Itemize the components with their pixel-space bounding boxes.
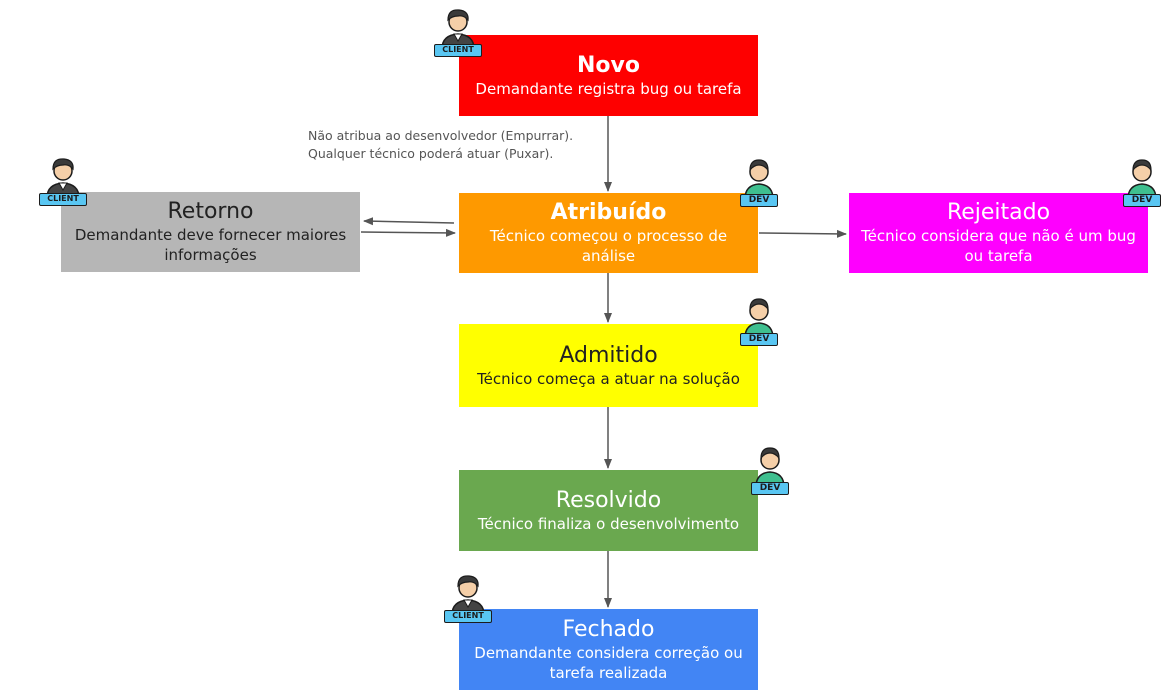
state-title: Retorno [167, 199, 254, 224]
state-rejeitado: Rejeitado Técnico considera que não é um… [849, 193, 1148, 273]
role-tag: DEV [751, 482, 789, 495]
state-admitido: Admitido Técnico começa a atuar na soluç… [459, 324, 758, 407]
client-avatar-icon: CLIENT [444, 571, 492, 623]
state-resolvido: Resolvido Técnico finaliza o desenvolvim… [459, 470, 758, 551]
state-title: Atribuído [550, 200, 667, 225]
state-novo: Novo Demandante registra bug ou tarefa [459, 35, 758, 116]
state-retorno: Retorno Demandante deve fornecer maiores… [61, 192, 360, 272]
state-description: Técnico começa a atuar na solução [477, 369, 740, 388]
state-description: Demandante considera correção ou tarefa … [474, 643, 743, 682]
role-tag: DEV [740, 333, 778, 346]
dev-avatar-icon: DEV [735, 155, 783, 207]
state-description: Técnico finaliza o desenvolvimento [477, 514, 740, 533]
state-description: Técnico considera que não é um bug ou ta… [861, 227, 1136, 265]
state-title: Fechado [562, 616, 655, 642]
role-tag: CLIENT [434, 44, 482, 57]
state-title: Admitido [559, 342, 658, 368]
state-description: Demandante deve fornecer maiores informa… [74, 226, 347, 264]
dev-avatar-icon: DEV [1118, 155, 1166, 207]
client-avatar-icon: CLIENT [434, 5, 482, 57]
note-line-2: Qualquer técnico poderá atuar (Puxar). [308, 146, 554, 161]
role-tag: CLIENT [444, 610, 492, 623]
role-tag: CLIENT [39, 193, 87, 206]
state-fechado: Fechado Demandante considera correção ou… [459, 609, 758, 690]
role-tag: DEV [1123, 194, 1161, 207]
client-avatar-icon: CLIENT [39, 154, 87, 206]
state-atribuido: Atribuído Técnico começou o processo de … [459, 193, 758, 273]
transition-note: Não atribua ao desenvolvedor (Empurrar).… [308, 127, 573, 163]
state-title: Novo [577, 52, 640, 78]
dev-avatar-icon: DEV [746, 443, 794, 495]
state-title: Resolvido [555, 487, 662, 513]
dev-avatar-icon: DEV [735, 294, 783, 346]
arrow-atribuido-to-retorno [363, 217, 455, 226]
state-description: Técnico começou o processo de análise [489, 227, 728, 265]
note-line-1: Não atribua ao desenvolvedor (Empurrar). [308, 128, 574, 143]
role-tag: DEV [740, 194, 778, 207]
state-description: Demandante registra bug ou tarefa [475, 79, 742, 98]
arrow-retorno-to-atribuido [360, 228, 456, 237]
state-title: Rejeitado [946, 200, 1051, 225]
arrow-atribuido-to-rejeitado [758, 229, 847, 238]
